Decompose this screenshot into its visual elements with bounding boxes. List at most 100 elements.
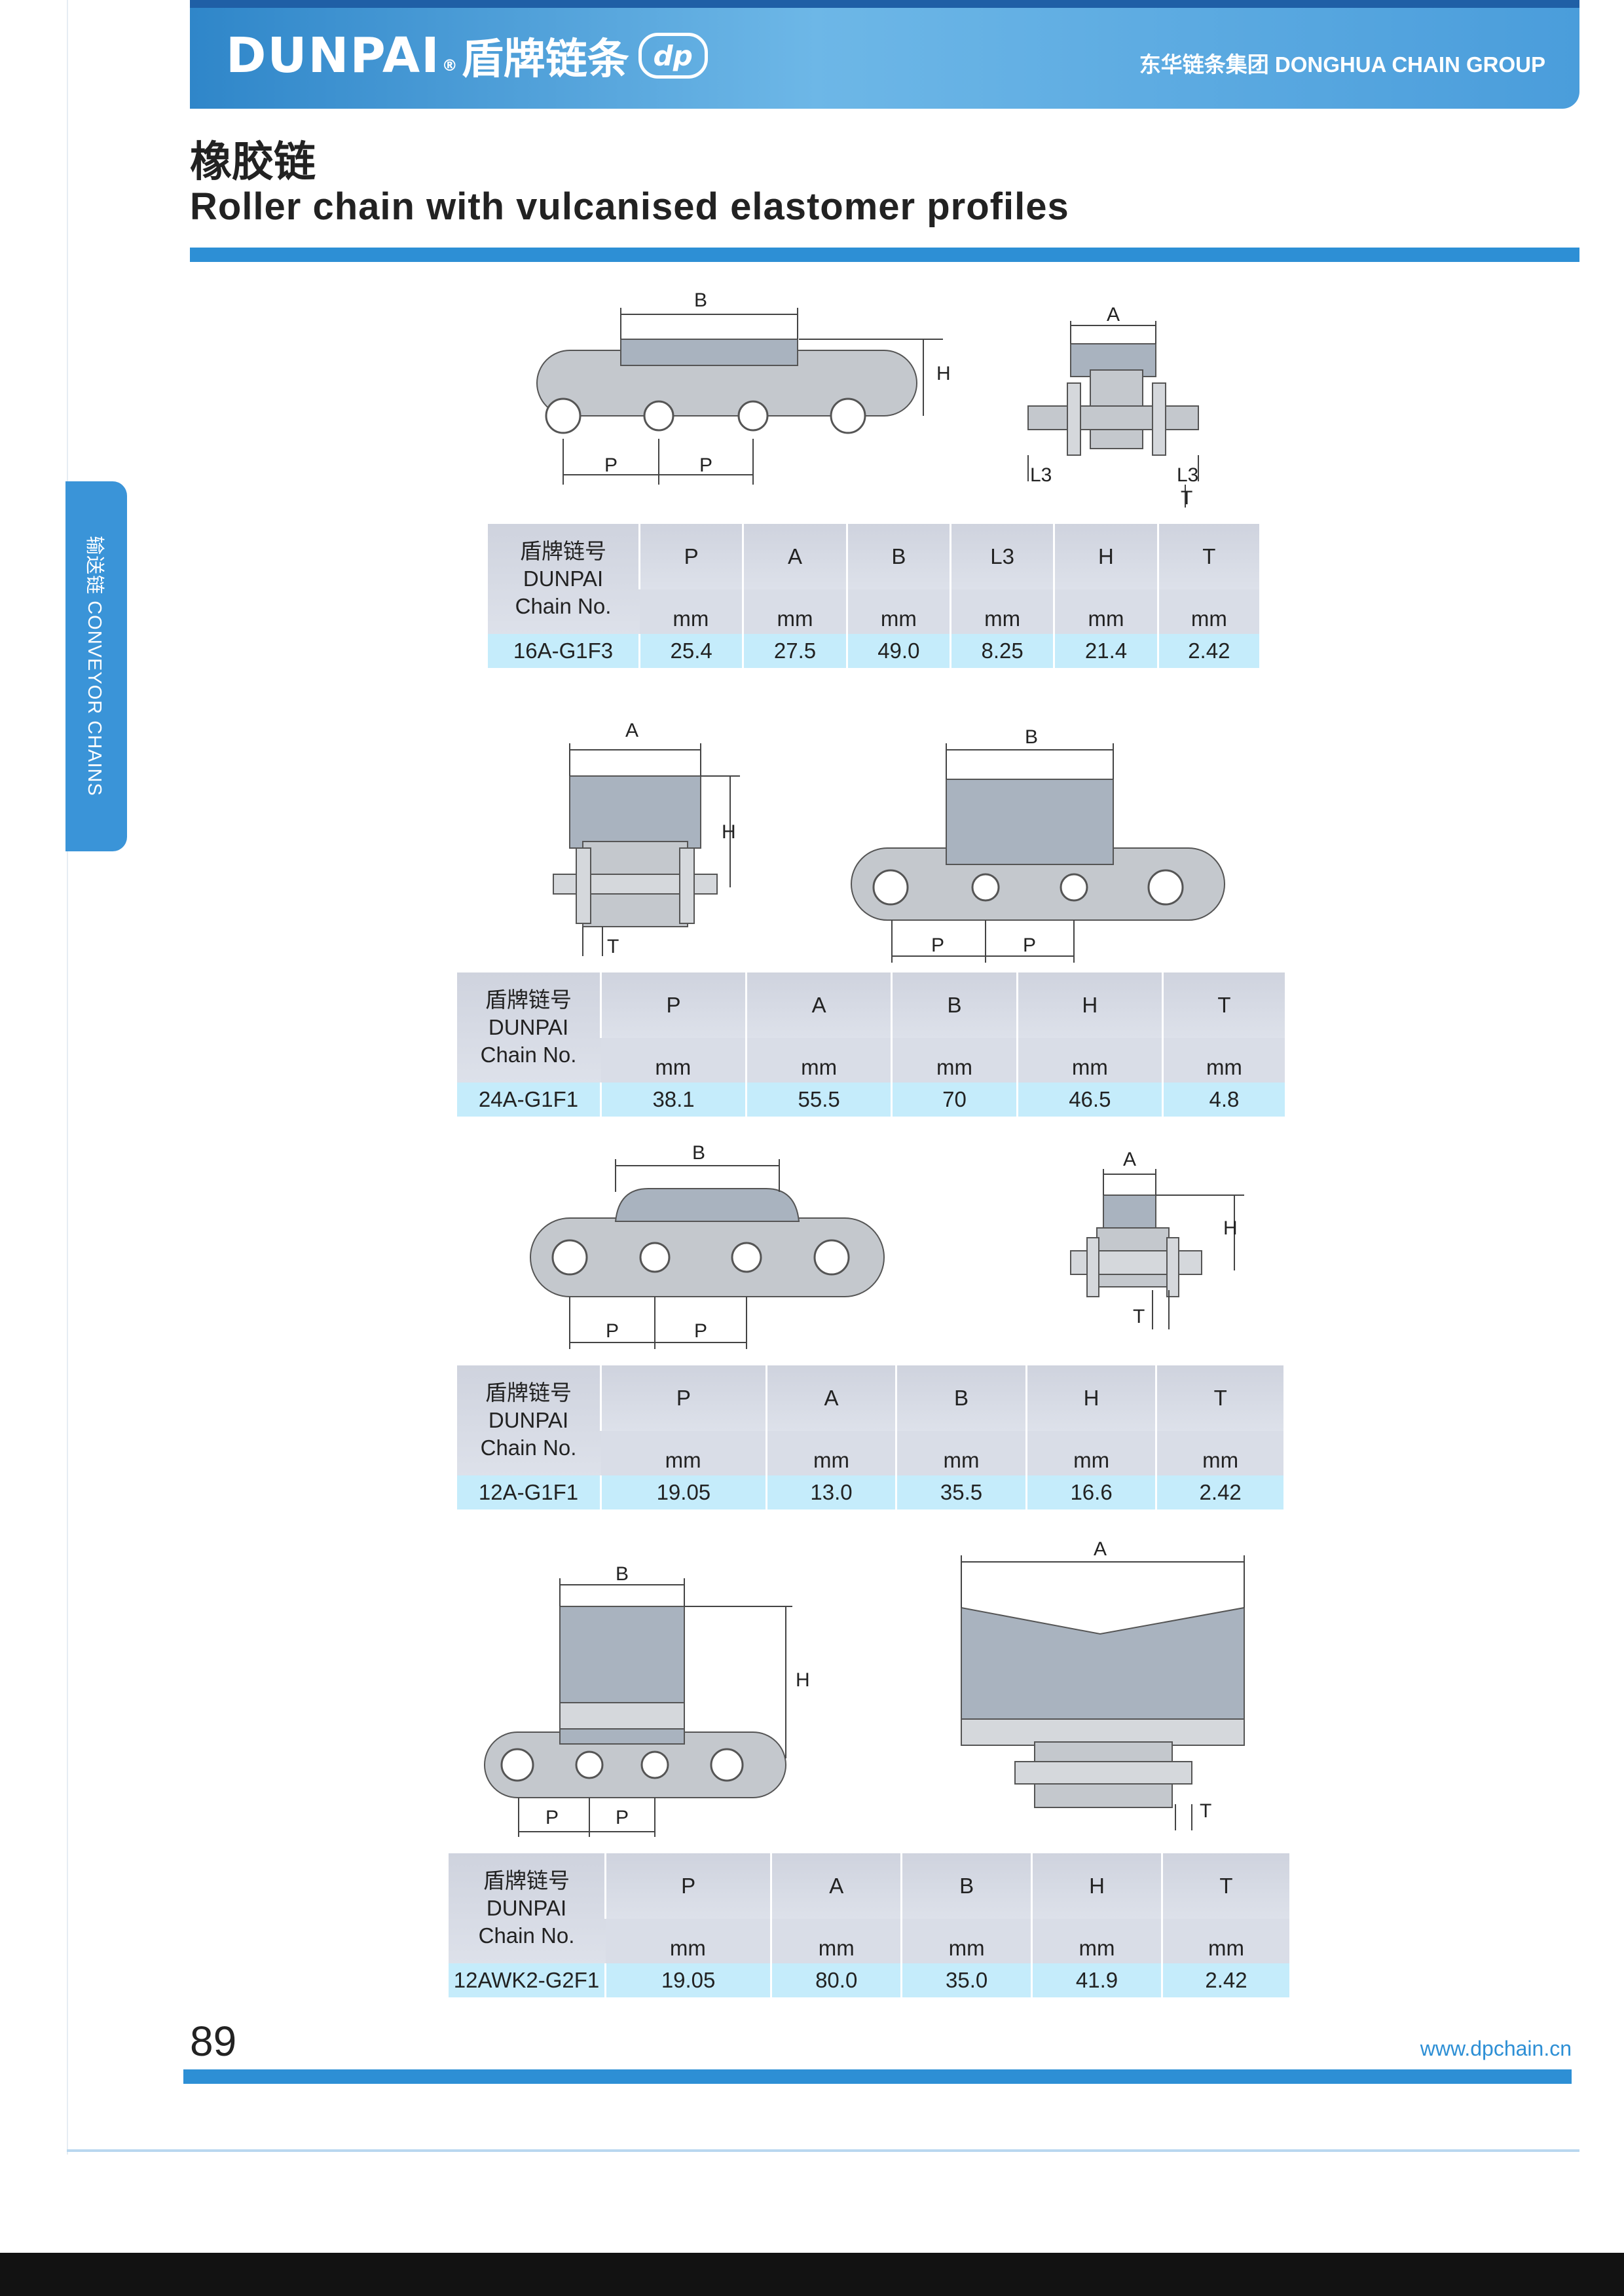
chain-end-view-3: A H T	[1061, 1143, 1257, 1339]
brand-name: DUNPAI	[226, 28, 441, 84]
side-tab	[65, 481, 127, 851]
value-cell: 19.05	[604, 1963, 771, 1997]
value-cell: 80.0	[770, 1963, 902, 1997]
value-cell: 55.5	[745, 1083, 892, 1117]
value-cell: 2.42	[1156, 634, 1259, 668]
col-header: T	[1155, 1365, 1283, 1431]
brand-name-cn: 盾牌链条	[461, 35, 629, 84]
dim-label-P: P	[699, 454, 712, 476]
col-header: L3	[949, 524, 1054, 589]
value-cell: 27.5	[742, 634, 847, 668]
left-margin-line	[67, 0, 68, 2155]
dim-label-B: B	[1025, 726, 1038, 748]
value-cell: 38.1	[599, 1083, 747, 1117]
unit-cell: mm	[949, 589, 1054, 634]
unit-cell: mm	[1161, 1919, 1289, 1963]
dim-label-T: T	[607, 936, 619, 957]
dim-label-P: P	[604, 454, 618, 476]
dim-label-H: H	[936, 363, 951, 384]
dim-label-P: P	[606, 1320, 619, 1342]
unit-cell: mm	[1025, 1431, 1156, 1475]
dim-label-B: B	[692, 1142, 705, 1164]
col-header: B	[895, 1365, 1027, 1431]
page-title-cn: 橡胶链	[190, 138, 316, 187]
chain-side-view-4: B H P P	[471, 1555, 825, 1843]
footer-thin-line	[67, 2149, 1579, 2152]
dp-logo-icon: dp	[638, 33, 708, 79]
value-cell: 25.4	[638, 634, 743, 668]
dim-label-H: H	[722, 821, 736, 843]
col-header: B	[845, 524, 951, 589]
col-header: A	[742, 524, 847, 589]
value-cell: 21.4	[1053, 634, 1158, 668]
chain-no-cell: 16A-G1F3	[488, 634, 640, 668]
unit-cell: mm	[745, 1038, 892, 1083]
unit-cell: mm	[1155, 1431, 1283, 1475]
col-header: T	[1161, 972, 1285, 1038]
value-cell: 4.8	[1161, 1083, 1285, 1117]
col-header: A	[770, 1853, 902, 1919]
dim-label-L3: L3	[1177, 464, 1198, 486]
unit-cell: mm	[1161, 1038, 1285, 1083]
value-cell: 41.9	[1031, 1963, 1162, 1997]
dim-label-L3: L3	[1030, 464, 1052, 486]
dim-label-B: B	[694, 289, 707, 311]
unit-cell: mm	[845, 589, 951, 634]
unit-cell: mm	[1016, 1038, 1163, 1083]
dim-label-H: H	[1223, 1217, 1238, 1239]
value-cell: 19.05	[600, 1475, 767, 1509]
dim-label-A: A	[1107, 304, 1120, 325]
website-link[interactable]: www.dpchain.cn	[1420, 2037, 1572, 2060]
col-header: H	[1025, 1365, 1156, 1431]
value-cell: 8.25	[949, 634, 1054, 668]
col-header: P	[604, 1853, 771, 1919]
unit-cell: mm	[1156, 589, 1259, 634]
chain-side-view-3: B P P	[517, 1133, 910, 1356]
dim-label-T: T	[1200, 1800, 1211, 1822]
page-number: 89	[190, 2018, 237, 2065]
col-header: A	[745, 972, 892, 1038]
brand-logo: DUNPAI ® 盾牌链条 dp	[226, 26, 708, 85]
page-title-en: Roller chain with vulcanised elastomer p…	[190, 185, 1069, 228]
title-rule	[190, 248, 1579, 262]
chain-side-view-1: B H P P	[511, 288, 956, 511]
chain-end-view-2: A H T	[544, 717, 753, 966]
value-cell: 70	[891, 1083, 1018, 1117]
col-header: H	[1031, 1853, 1162, 1919]
value-cell: 35.5	[895, 1475, 1027, 1509]
dim-label-A: A	[625, 720, 638, 741]
col-header: B	[900, 1853, 1032, 1919]
chain-no-cell: 24A-G1F1	[457, 1083, 601, 1117]
dim-label-B: B	[616, 1563, 629, 1585]
value-cell: 49.0	[845, 634, 951, 668]
unit-cell: mm	[605, 1919, 771, 1963]
col-header: P	[600, 1365, 767, 1431]
dim-label-P: P	[545, 1807, 559, 1828]
col-header: A	[765, 1365, 896, 1431]
unit-cell: mm	[742, 589, 847, 634]
dim-label-P: P	[616, 1807, 629, 1828]
dim-label-P: P	[931, 935, 944, 956]
unit-cell: mm	[600, 1038, 747, 1083]
col-header: H	[1053, 524, 1158, 589]
chain-end-view-4: A T	[943, 1529, 1270, 1837]
chain-no-cell: 12A-G1F1	[457, 1475, 601, 1509]
value-cell: 2.42	[1161, 1963, 1289, 1997]
col-header: P	[638, 524, 743, 589]
unit-cell: mm	[895, 1431, 1027, 1475]
col-header: P	[599, 972, 747, 1038]
unit-cell: mm	[600, 1431, 767, 1475]
dim-label-P: P	[1023, 935, 1036, 956]
footer-rule	[183, 2069, 1572, 2084]
